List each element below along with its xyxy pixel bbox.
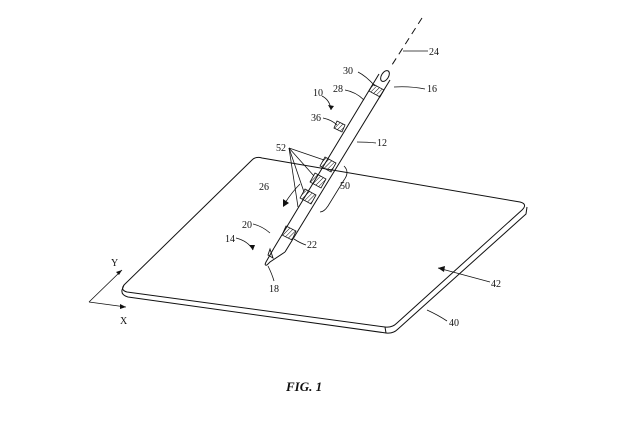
x-axis-label: X <box>120 316 128 327</box>
longitudinal-axis-line <box>389 17 423 69</box>
reference-numerals: 24 30 16 28 10 36 12 52 50 26 20 14 22 1… <box>225 47 501 329</box>
numeral-16: 16 <box>427 84 437 95</box>
numeral-14: 14 <box>225 234 235 245</box>
axis-indicator: Y X <box>88 258 128 327</box>
y-axis-label: Y <box>111 258 118 269</box>
electrode-band-1 <box>319 156 337 173</box>
numeral-50: 50 <box>340 181 350 192</box>
tablet-device <box>121 156 528 334</box>
numeral-36: 36 <box>311 113 321 124</box>
numeral-30: 30 <box>343 66 353 77</box>
numeral-42: 42 <box>491 279 501 290</box>
electrode-band-3 <box>299 188 317 205</box>
stylus <box>264 70 391 266</box>
numeral-22: 22 <box>307 240 317 251</box>
numeral-24: 24 <box>429 47 439 58</box>
numeral-26: 26 <box>259 182 269 193</box>
side-button-36 <box>333 120 346 133</box>
numeral-12: 12 <box>377 138 387 149</box>
numeral-18: 18 <box>269 284 279 295</box>
motion-arrow <box>283 183 301 207</box>
numeral-10: 10 <box>313 88 323 99</box>
numeral-28: 28 <box>333 84 343 95</box>
electrode-band-2 <box>309 172 327 189</box>
lower-band-22 <box>281 225 297 241</box>
figure-caption: FIG. 1 <box>285 379 322 394</box>
band-30 <box>368 83 385 98</box>
leader-lines <box>235 50 491 322</box>
numeral-40: 40 <box>449 318 459 329</box>
numeral-20: 20 <box>242 220 252 231</box>
numeral-52: 52 <box>276 143 286 154</box>
band-group-bracket <box>319 165 348 213</box>
